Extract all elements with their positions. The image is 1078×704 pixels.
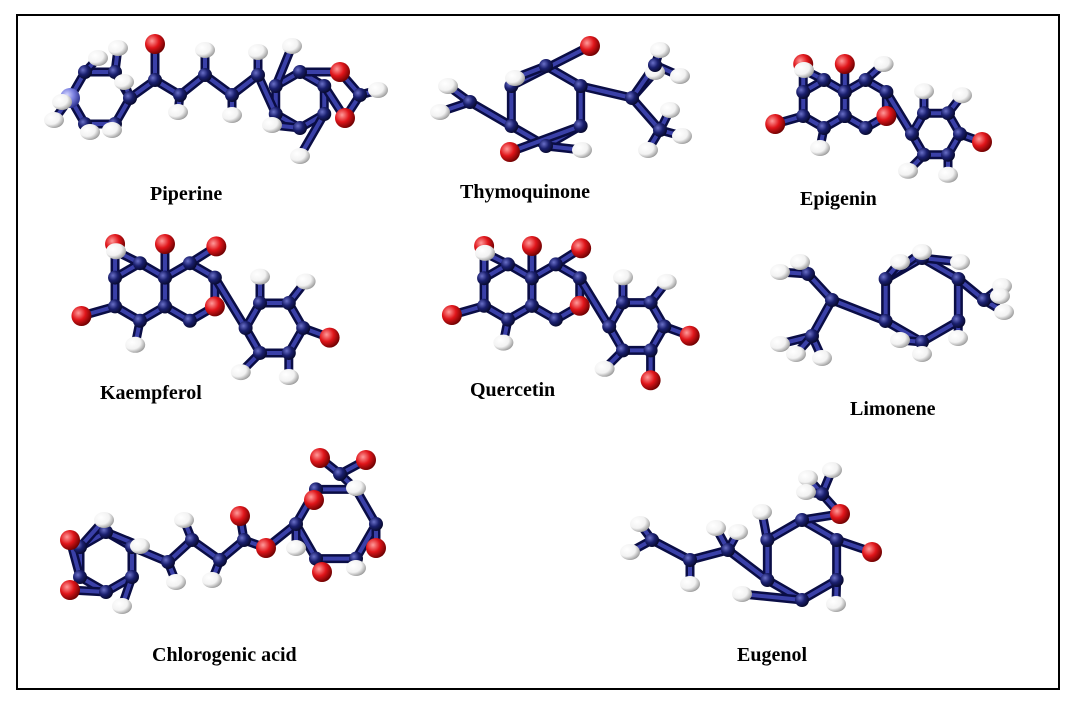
molecule-piperine xyxy=(44,34,388,164)
molecule-kaempferol xyxy=(71,234,340,385)
molecule-epigenin xyxy=(765,54,992,183)
label-epigenin: Epigenin xyxy=(800,188,877,210)
molecule-eugenol xyxy=(620,462,882,612)
figure-frame xyxy=(16,14,1060,690)
molecule-limonene xyxy=(770,244,1014,366)
label-thymoquinone: Thymoquinone xyxy=(460,181,591,203)
label-chlorogenic-acid: Chlorogenic acid xyxy=(152,644,297,666)
label-limonene: Limonene xyxy=(850,398,936,420)
molecule-chlorogenic-acid xyxy=(60,448,386,614)
label-quercetin: Quercetin xyxy=(470,379,556,401)
label-eugenol: Eugenol xyxy=(737,644,808,666)
label-piperine: Piperine xyxy=(150,183,223,205)
molecule-thymoquinone xyxy=(430,36,692,162)
label-kaempferol: Kaempferol xyxy=(100,382,202,404)
molecule-quercetin xyxy=(441,236,700,391)
